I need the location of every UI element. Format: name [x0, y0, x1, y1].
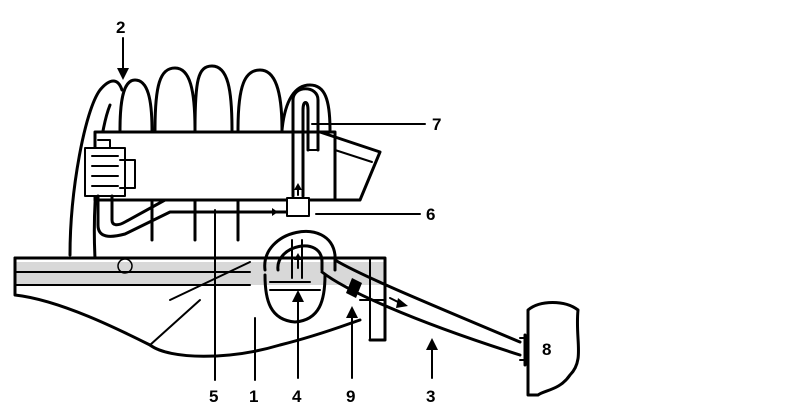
- callout-2: 2: [116, 18, 125, 37]
- callout-3: 3: [426, 387, 435, 406]
- leader-lines: [117, 37, 438, 381]
- callout-6: 6: [426, 205, 435, 224]
- callout-1: 1: [249, 387, 258, 406]
- hose-5: [96, 194, 297, 238]
- callout-8: 8: [542, 340, 551, 359]
- callout-9: 9: [346, 387, 355, 406]
- component-8: [519, 301, 581, 397]
- callout-5: 5: [209, 387, 218, 406]
- callout-7: 7: [432, 115, 441, 134]
- callout-4: 4: [292, 387, 302, 406]
- hose-3: [263, 230, 522, 357]
- oil-separator: [263, 273, 327, 324]
- throttle-body: [84, 139, 136, 197]
- callouts: 2 7 6 8 5 1 4 9 3: [116, 18, 551, 406]
- flow-arrows: [261, 183, 408, 308]
- t-piece-6: [286, 87, 320, 217]
- engine-block: [13, 256, 387, 358]
- air-plenum: [93, 130, 382, 202]
